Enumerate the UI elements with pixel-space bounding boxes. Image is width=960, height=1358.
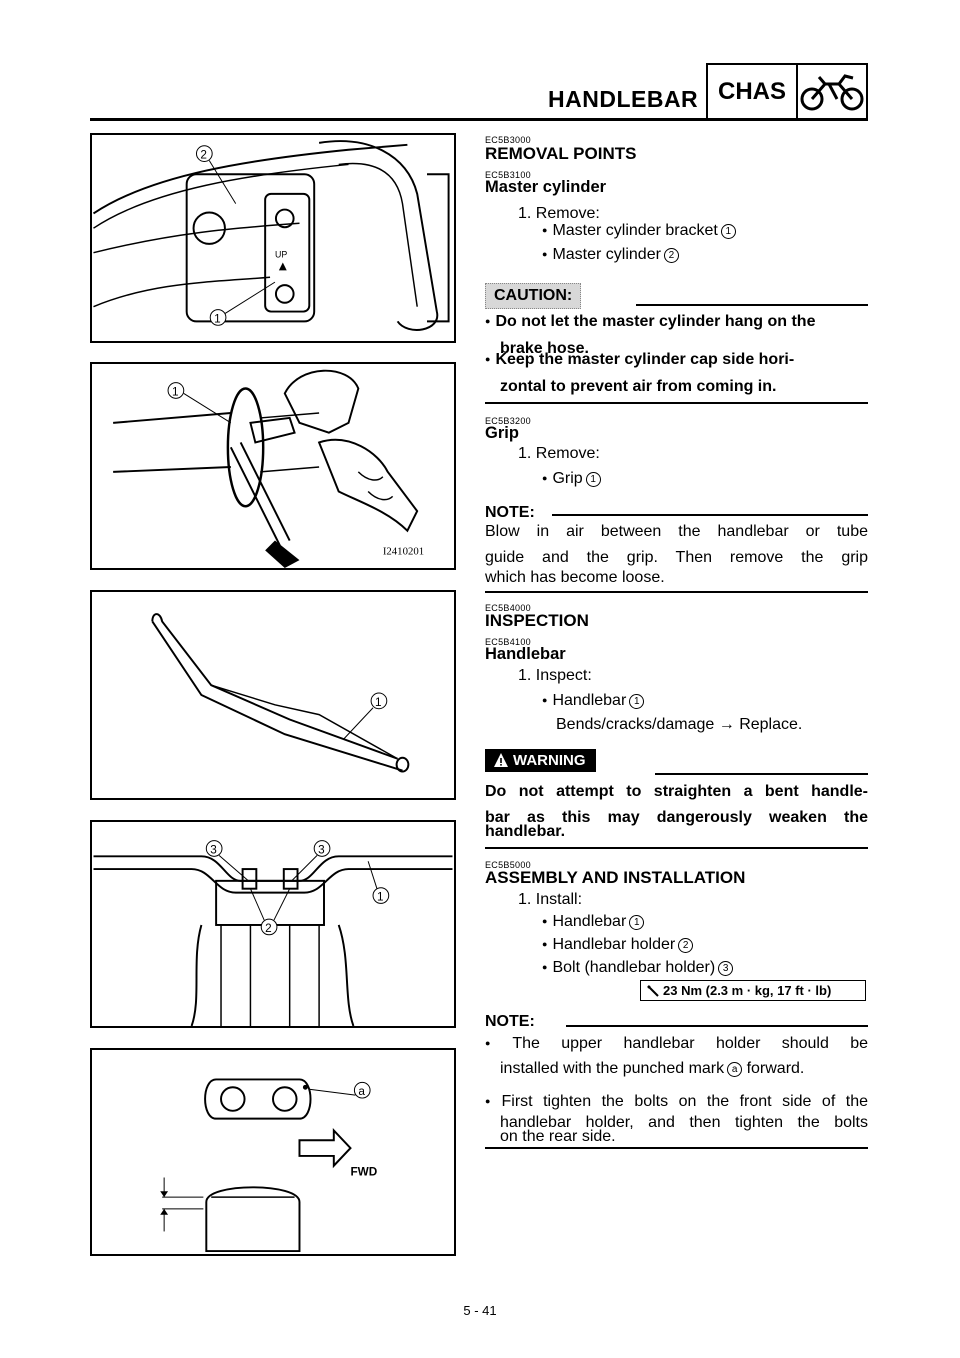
note-rule	[552, 514, 868, 516]
note-line: which has become loose.	[485, 569, 665, 586]
section-code: EC5B3000	[485, 135, 531, 145]
step-remove: 1. Remove:	[518, 445, 600, 462]
note-line: on the rear side.	[500, 1128, 616, 1145]
figure-handlebar-holder: 3 3 1 2	[90, 820, 456, 1028]
warning-end-rule	[485, 847, 868, 849]
section-code: EC5B4000	[485, 603, 531, 613]
callout-1: 1	[375, 696, 382, 709]
figure-handlebar: 1	[90, 590, 456, 800]
figure-grip-removal: 1 I2410201	[90, 362, 456, 570]
subsection-title-grip: Grip	[485, 424, 519, 442]
callout-1: 1	[172, 385, 179, 398]
callout-1: 1	[377, 890, 384, 903]
figure-holder-mark: a FWD	[90, 1048, 456, 1256]
warning-triangle-icon	[493, 752, 509, 772]
subsection-title-handlebar: Handlebar	[485, 645, 566, 663]
subsection-code: EC5B3200	[485, 416, 531, 426]
warning-line: Do not attempt to straighten a bent hand…	[485, 783, 868, 800]
callout-2: 2	[265, 922, 272, 935]
note-label: NOTE:	[485, 504, 535, 521]
section-title-assembly: ASSEMBLY AND INSTALLATION	[485, 868, 746, 887]
subsection-code: EC5B3100	[485, 170, 531, 180]
callout-a: a	[358, 1085, 365, 1098]
callout-2: 2	[200, 149, 207, 162]
step-inspect: 1. Inspect:	[518, 667, 592, 684]
step-remove: 1. Remove:	[518, 205, 600, 222]
section-title-inspection: INSPECTION	[485, 611, 589, 630]
caution-line: zontal to prevent air from coming in.	[500, 378, 777, 395]
warning-label: WARNING	[485, 749, 596, 772]
callout-3-right: 3	[318, 843, 325, 856]
subsection-code: EC5B4100	[485, 637, 531, 647]
fwd-label: FWD	[350, 1166, 377, 1179]
page-number: 5 - 41	[463, 1303, 497, 1318]
section-title-removal: REMOVAL POINTS	[485, 144, 637, 163]
caution-line: Do not let the master cylinder hang on t…	[485, 308, 868, 335]
section-label: CHAS	[708, 65, 798, 119]
warning-rule	[655, 773, 868, 775]
torque-spec: 23 Nm (2.3 m · kg, 17 ft · lb)	[640, 980, 866, 1001]
note-line: guide and the grip. Then remove the grip	[485, 549, 868, 566]
caution-line: Keep the master cylinder cap side hori-	[485, 346, 868, 373]
note-end-rule	[485, 591, 868, 593]
figure-master-cylinder: UP 2 1	[90, 133, 456, 343]
up-mark: UP	[275, 250, 287, 260]
inspection-detail: Bends/cracks/damage → Replace.	[556, 716, 803, 733]
list-item: Bolt (handlebar holder)3	[542, 959, 734, 977]
note-line: Blow in air between the handlebar or tub…	[485, 523, 868, 540]
page-title: HANDLEBAR	[548, 86, 699, 112]
warning-line: handlebar.	[485, 823, 566, 840]
note-line: First tighten the bolts on the front sid…	[485, 1088, 868, 1115]
subsection-title-master-cylinder: Master cylinder	[485, 178, 607, 196]
callout-3-left: 3	[210, 843, 217, 856]
note-label: NOTE:	[485, 1013, 535, 1030]
step-install: 1. Install:	[518, 891, 583, 908]
note-line: handlebar holder, and then tighten the b…	[500, 1114, 868, 1131]
caution-rule	[636, 304, 868, 306]
warning-line: bar as this may dangerously weaken the	[485, 809, 868, 826]
header-rule	[90, 118, 868, 121]
note-rule	[566, 1025, 868, 1027]
figure-code: I2410201	[383, 545, 424, 557]
note-end-rule	[485, 1147, 868, 1149]
motorcycle-icon	[798, 65, 866, 119]
callout-1: 1	[214, 312, 221, 325]
section-code: EC5B5000	[485, 860, 531, 870]
torque-wrench-icon	[647, 985, 659, 1000]
caution-end-rule	[485, 402, 868, 404]
caution-label: CAUTION:	[485, 283, 582, 309]
section-badge: CHAS	[706, 63, 868, 121]
note-line: The upper handlebar holder should be	[485, 1030, 868, 1057]
